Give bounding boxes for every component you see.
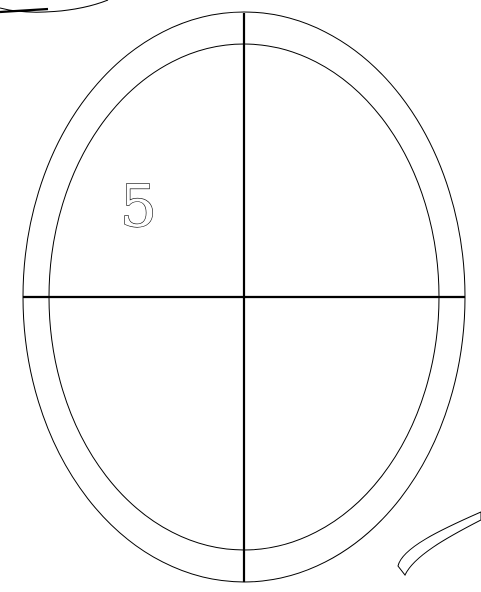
- quadrant-number-label: 5: [120, 172, 157, 240]
- corner-leaf-bottom-right: [398, 512, 481, 575]
